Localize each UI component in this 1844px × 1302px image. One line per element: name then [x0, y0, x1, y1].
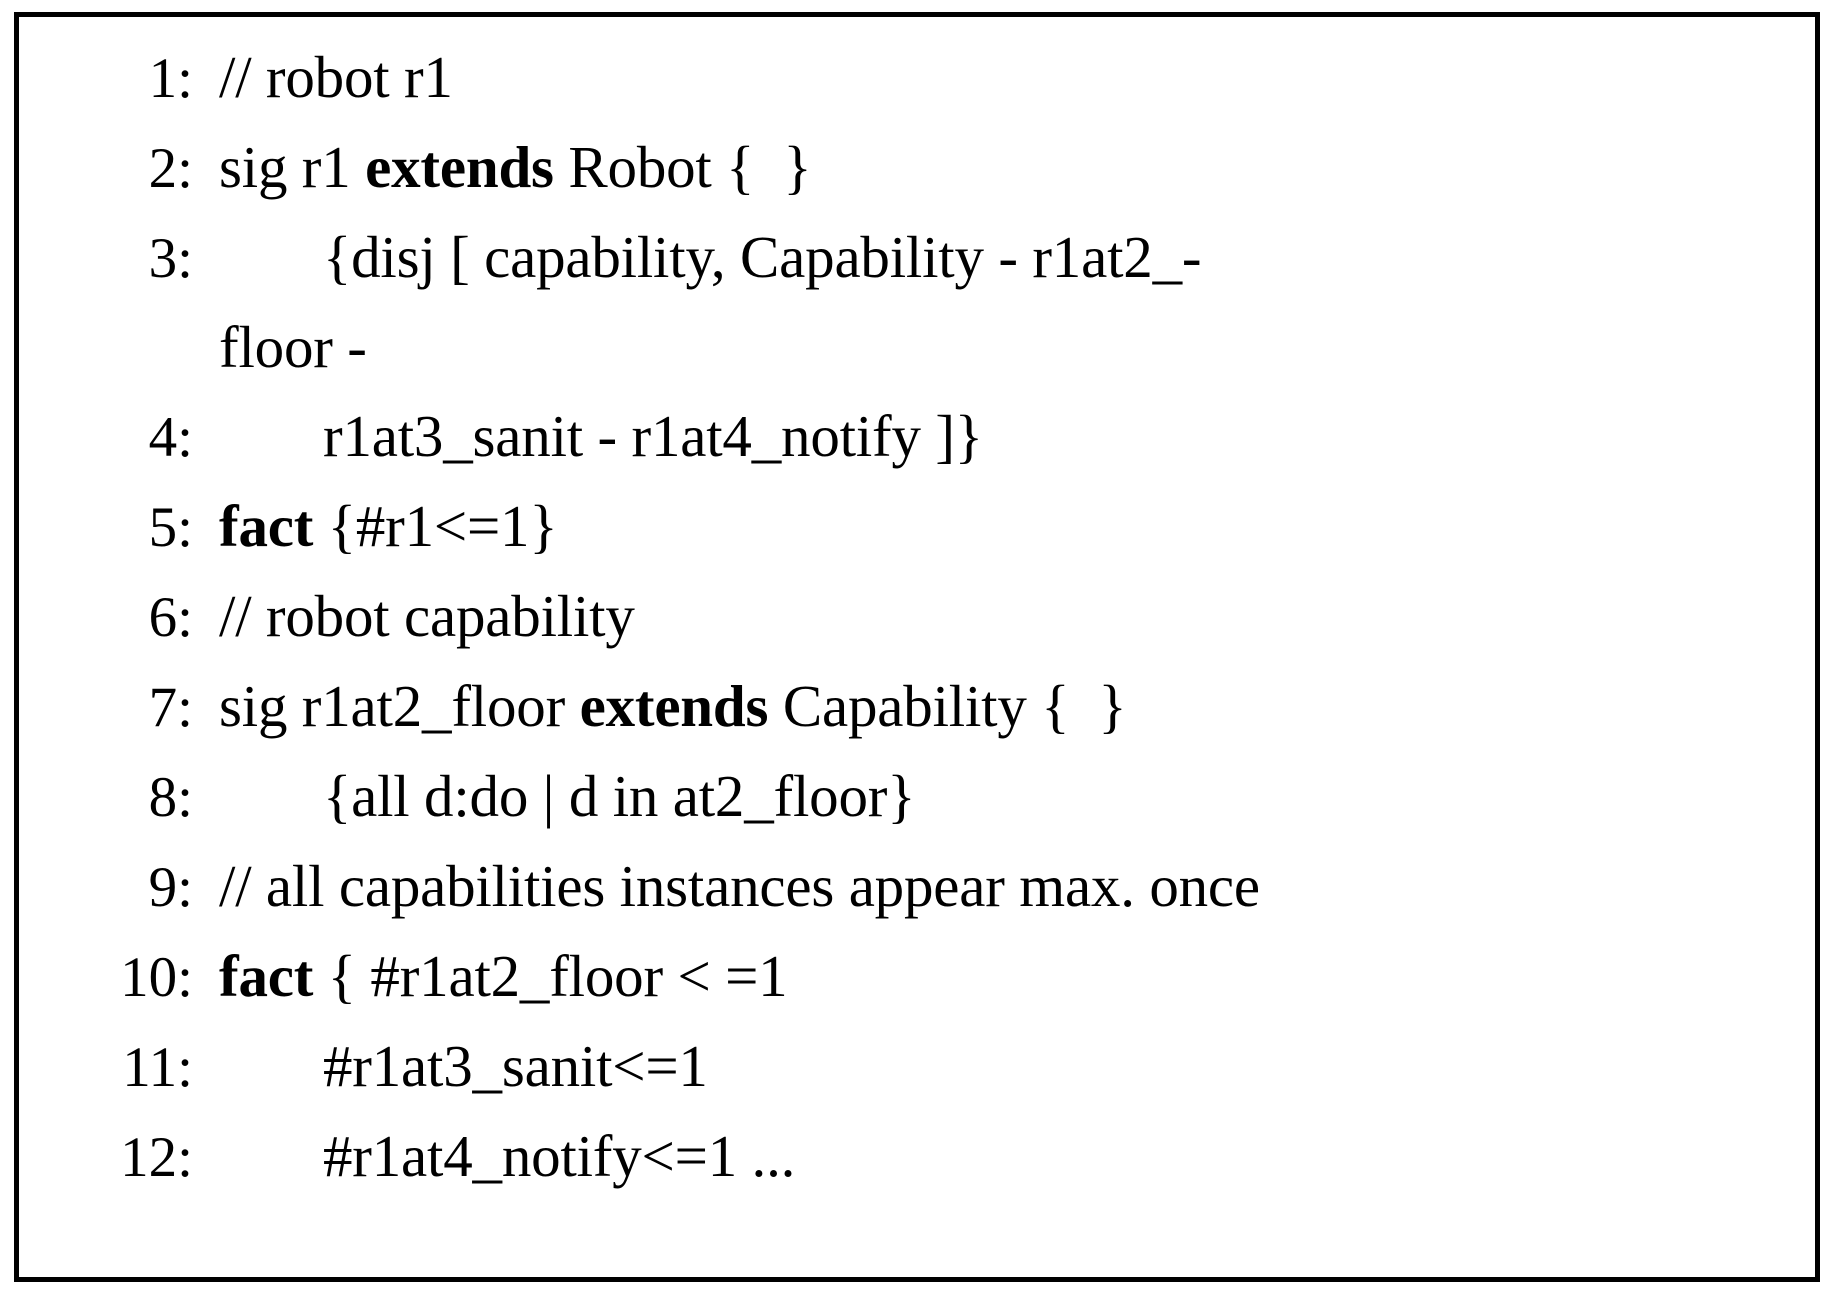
code-line: 9: // all capabilities instances appear m… [19, 842, 1815, 932]
code-token: {all d:do | d in at2_floor} [323, 763, 916, 829]
code-token: r1at3_sanit - r1at4_notify ]} [323, 403, 983, 469]
line-number: 8: [148, 766, 193, 829]
line-number: 12: [120, 1126, 193, 1189]
code-line: 10: fact { #r1at2_floor < =1 [19, 932, 1815, 1022]
code-token: Capability { } [768, 673, 1127, 739]
code-token: // all capabilities instances appear max… [219, 853, 1260, 919]
code-line: 1: // robot r1 [19, 33, 1815, 123]
code-line: 7: sig r1at2_floor extends Capability { } [19, 662, 1815, 752]
line-code: r1at3_sanit - r1at4_notify ]} [219, 392, 1815, 481]
line-code: sig r1at2_floor extends Capability { } [219, 662, 1815, 751]
code-token: // robot capability [219, 583, 635, 649]
keyword-token: fact [219, 943, 314, 1009]
code-token: #r1at4_notify<=1 ... [323, 1123, 796, 1189]
code-token: // robot r1 [219, 44, 453, 110]
line-number: 7: [148, 676, 193, 739]
code-line: 12: #r1at4_notify<=1 ... [19, 1112, 1815, 1202]
line-number: 9: [148, 856, 193, 919]
line-code: sig r1 extends Robot { } [219, 123, 1815, 212]
code-token: sig r1at2_floor [219, 673, 580, 739]
code-line: 2: sig r1 extends Robot { } [19, 123, 1815, 213]
code-token: sig r1 [219, 134, 366, 200]
code-line: 8: {all d:do | d in at2_floor} [19, 752, 1815, 842]
code-token: #r1at3_sanit<=1 [323, 1033, 708, 1099]
code-line-continuation: floor - [19, 303, 1815, 392]
line-code: // robot capability [219, 572, 1815, 661]
line-code: // robot r1 [219, 33, 1815, 122]
keyword-token: extends [579, 673, 769, 739]
line-number: 5: [148, 496, 193, 559]
line-code: floor - [219, 303, 1815, 392]
code-token: floor - [219, 314, 367, 380]
code-token: {disj [ capability, Capability - r1at2_- [323, 224, 1202, 290]
code-line: 6: // robot capability [19, 572, 1815, 662]
line-number: 11: [122, 1036, 193, 1099]
line-number: 2: [148, 137, 193, 200]
line-code: {disj [ capability, Capability - r1at2_- [219, 213, 1815, 302]
code-token: { #r1at2_floor < =1 [313, 943, 788, 1009]
line-number: 4: [148, 406, 193, 469]
code-line: 4: r1at3_sanit - r1at4_notify ]} [19, 392, 1815, 482]
code-line: 5: fact {#r1<=1} [19, 482, 1815, 572]
line-code: #r1at4_notify<=1 ... [219, 1112, 1815, 1201]
line-code: #r1at3_sanit<=1 [219, 1022, 1815, 1111]
keyword-token: extends [365, 134, 554, 200]
line-code: {all d:do | d in at2_floor} [219, 752, 1815, 841]
line-number: 10: [120, 946, 193, 1009]
code-token: {#r1<=1} [313, 493, 558, 559]
line-code: fact {#r1<=1} [219, 482, 1815, 571]
code-token: Robot { } [553, 134, 812, 200]
line-number: 3: [148, 227, 193, 290]
code-line: 3: {disj [ capability, Capability - r1at2… [19, 213, 1815, 303]
line-code: // all capabilities instances appear max… [219, 842, 1815, 931]
keyword-token: fact [219, 493, 314, 559]
line-number: 1: [148, 47, 193, 110]
code-line: 11: #r1at3_sanit<=1 [19, 1022, 1815, 1112]
line-code: fact { #r1at2_floor < =1 [219, 932, 1815, 1021]
line-number: 6: [148, 586, 193, 649]
